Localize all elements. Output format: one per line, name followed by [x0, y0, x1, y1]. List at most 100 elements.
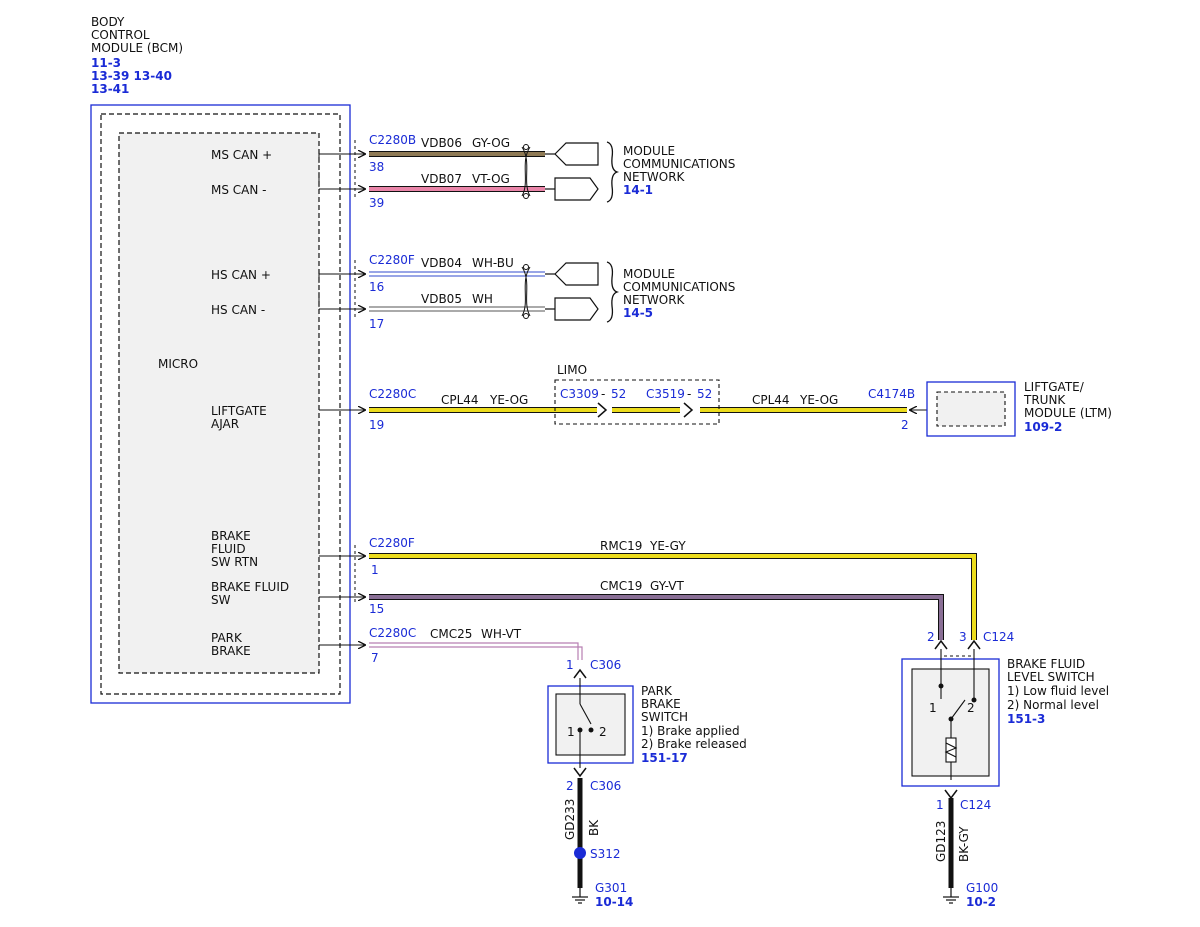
- pin-number: 38: [369, 160, 384, 174]
- pin-label-brake-fluid-rtn: BRAKE: [211, 529, 251, 543]
- brace-icon: [606, 141, 620, 203]
- bcm-ref-link[interactable]: 11-3: [91, 56, 121, 70]
- limo-option-box: [554, 379, 720, 425]
- connector-c124-bottom[interactable]: C124: [960, 798, 991, 812]
- bcm-title: BODY CONTROL MODULE (BCM) 11-3 13-39 13-…: [91, 15, 183, 96]
- bcm-title-line: MODULE (BCM): [91, 41, 183, 55]
- wire-circuit-label: GD123: [934, 821, 948, 862]
- ground-ref-link[interactable]: 10-2: [966, 895, 996, 909]
- pin-label-ms-can-plus: MS CAN +: [211, 148, 272, 162]
- ground-g301[interactable]: G301: [595, 881, 627, 895]
- connector-c306-bottom[interactable]: C306: [590, 779, 621, 793]
- wire-circuit-label: CPL44: [752, 393, 790, 407]
- pin-number: 39: [369, 196, 384, 210]
- connector-arrow-c306-top: [573, 668, 587, 679]
- park-switch-symbol: [579, 678, 592, 768]
- wire-color-label: BK-GY: [957, 826, 971, 862]
- fluid-switch-ref-link[interactable]: 151-3: [1007, 712, 1045, 726]
- ground-ref-link[interactable]: 10-14: [595, 895, 633, 909]
- connector-c4174b[interactable]: C4174B: [868, 387, 915, 401]
- connector-liftgate[interactable]: C2280C: [369, 387, 416, 401]
- fluid-switch-label: 2) Normal level: [1007, 698, 1099, 712]
- twisted-pair-icon: [521, 264, 531, 319]
- park-switch-ref-link[interactable]: 151-17: [641, 751, 688, 765]
- network-label: NETWORK: [623, 293, 686, 307]
- switch-position: 2: [599, 725, 607, 739]
- ground-icon: [943, 888, 959, 904]
- wire-color-label: WH-VT: [481, 627, 522, 641]
- bcm-title-line: BODY: [91, 15, 125, 29]
- splice-s312[interactable]: [574, 847, 586, 859]
- ltm-ref-link[interactable]: 109-2: [1024, 420, 1062, 434]
- connector-c124[interactable]: C124: [983, 630, 1014, 644]
- brace-icon: [606, 261, 620, 323]
- connector-c3309[interactable]: C3309: [560, 387, 599, 401]
- park-switch-label: PARK: [641, 684, 673, 698]
- pin-number: 52: [697, 387, 712, 401]
- wire-color-label: YE-OG: [799, 393, 838, 407]
- ground-g100[interactable]: G100: [966, 881, 998, 895]
- network-label: COMMUNICATIONS: [623, 157, 735, 171]
- connector-hs[interactable]: C2280F: [369, 253, 415, 267]
- pin-number: 1: [566, 658, 574, 672]
- pin-number: 2: [927, 630, 935, 644]
- pin-number: 15: [369, 602, 384, 616]
- wire-color-label: VT-OG: [472, 172, 510, 186]
- connector-arrow-c306-bottom: [573, 767, 587, 778]
- wire-color-label: WH-BU: [472, 256, 514, 270]
- switch-position: 1: [567, 725, 575, 739]
- inline-connector-arrows: [597, 402, 694, 418]
- wire-circuit-label: CMC19: [600, 579, 642, 593]
- wire-circuit-label: CMC25: [430, 627, 472, 641]
- pin-number: 3: [959, 630, 967, 644]
- wire-cmc25[interactable]: [369, 642, 583, 660]
- pin-label-park-brake: BRAKE: [211, 644, 251, 658]
- twisted-pair-icon: [521, 144, 531, 199]
- ltm-label: LIFTGATE/: [1024, 380, 1085, 394]
- wire-vdb04[interactable]: [369, 271, 545, 277]
- connector-park[interactable]: C2280C: [369, 626, 416, 640]
- network-connector-icon: [545, 142, 599, 201]
- fluid-switch-label: 1) Low fluid level: [1007, 684, 1109, 698]
- network-label: NETWORK: [623, 170, 686, 184]
- pin-number: 16: [369, 280, 384, 294]
- pin-number: 7: [371, 651, 379, 665]
- ltm-inner-box: [936, 391, 1006, 427]
- network-ref-link[interactable]: 14-1: [623, 183, 653, 197]
- pin-number: 1: [936, 798, 944, 812]
- wire-circuit-label: RMC19: [600, 539, 642, 553]
- ltm-label: MODULE (LTM): [1024, 406, 1112, 420]
- wire-rmc19[interactable]: [369, 553, 977, 640]
- wire-color-label: YE-GY: [649, 539, 686, 553]
- wire-vdb05[interactable]: [369, 306, 545, 312]
- park-switch-inner: [555, 693, 626, 756]
- wire-circuit-label: VDB04: [421, 256, 462, 270]
- internal-dashed-links: [318, 140, 356, 603]
- bcm-ref-link[interactable]: 13-41: [91, 82, 129, 96]
- pin-label-brake-fluid-rtn: SW RTN: [211, 555, 258, 569]
- connector-arrow-c124-bottom: [944, 789, 958, 800]
- park-switch-label: BRAKE: [641, 697, 681, 711]
- micro-box: [118, 132, 320, 674]
- park-switch-label: 1) Brake applied: [641, 724, 740, 738]
- connector-brake-fluid[interactable]: C2280F: [369, 536, 415, 550]
- pin-number: 2: [901, 418, 909, 432]
- dash-separator: -: [601, 387, 605, 401]
- pin-number: 2: [566, 779, 574, 793]
- connector-c306-top[interactable]: C306: [590, 658, 621, 672]
- internal-pin-lines: [319, 154, 365, 645]
- wire-color-label: GY-OG: [472, 136, 510, 150]
- wire-cmc19[interactable]: [369, 594, 944, 640]
- pin-label-brake-fluid-sw: BRAKE FLUID: [211, 580, 289, 594]
- park-switch-label: SWITCH: [641, 710, 688, 724]
- wire-color-label: GY-VT: [650, 579, 684, 593]
- network-label: MODULE: [623, 267, 675, 281]
- connector-arrows-c124: [934, 639, 981, 650]
- bcm-ref-link[interactable]: 13-39 13-40: [91, 69, 172, 83]
- connector-ms[interactable]: C2280B: [369, 133, 416, 147]
- network-label: COMMUNICATIONS: [623, 280, 735, 294]
- network-ref-link[interactable]: 14-5: [623, 306, 653, 320]
- ground-icon: [572, 888, 588, 904]
- connector-c3519[interactable]: C3519: [646, 387, 685, 401]
- bcm-title-line: CONTROL: [91, 28, 150, 42]
